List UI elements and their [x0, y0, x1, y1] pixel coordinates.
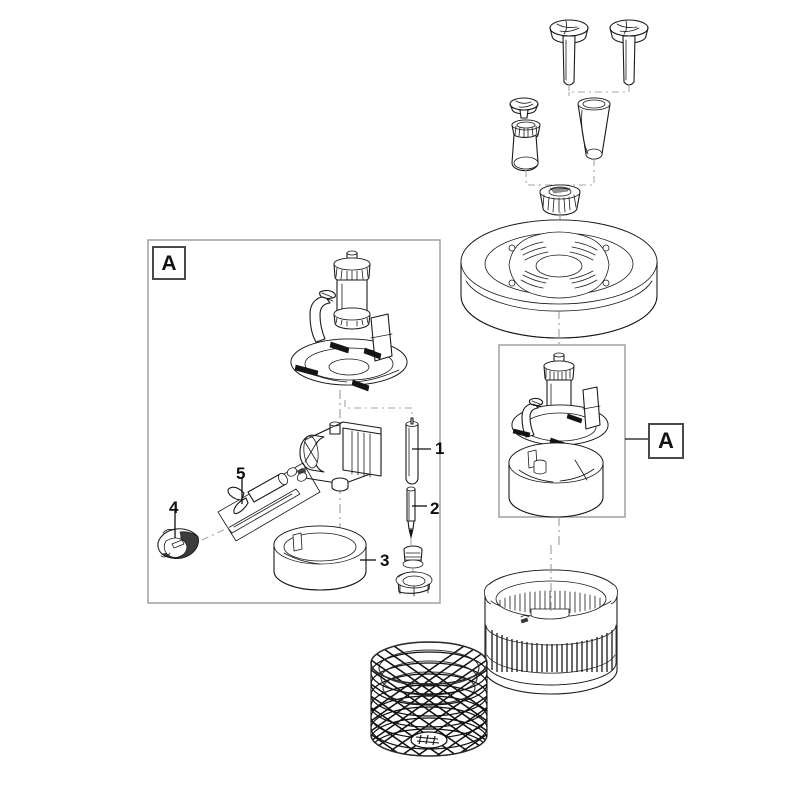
ribbed-filter-canister [484, 545, 618, 695]
spacer-ring [273, 525, 367, 591]
screw-cap-nut [395, 545, 433, 597]
screw-connector-line [568, 84, 630, 96]
pump-motor-body [299, 421, 382, 492]
part-number-5: 5 [236, 464, 246, 483]
pan-head-screw-left [549, 19, 589, 86]
detail-a-callout-right-label: A [658, 428, 674, 453]
part-number-4: 4 [169, 498, 179, 517]
detail-a-callout-right: A [648, 423, 684, 459]
part-number-3: 3 [380, 551, 390, 570]
rotor-shaft [405, 417, 419, 485]
wire-mesh-basket [370, 641, 488, 757]
part-number-1: 1 [435, 439, 445, 458]
pan-head-screw-right [609, 19, 649, 86]
part-number-leaders [174, 448, 431, 561]
short-ribbed-nozzle [511, 119, 541, 172]
pump-head-detail-top [290, 250, 408, 392]
dome-lid-with-grille [460, 219, 658, 345]
tall-tapered-nozzle [577, 97, 611, 160]
o-ring-clamp [157, 525, 233, 559]
frame-detail-a [147, 239, 441, 604]
detail-a-callout-left-label: A [161, 251, 177, 275]
pump-head-assembly-detail [508, 352, 609, 545]
impeller-spindle [406, 486, 416, 548]
knurled-nut-adapter [539, 184, 581, 226]
cleaning-tool-wand [217, 462, 321, 542]
detail-a-callout-left: A [152, 246, 186, 280]
small-slotted-cap [509, 97, 539, 119]
part-number-2: 2 [430, 499, 440, 518]
